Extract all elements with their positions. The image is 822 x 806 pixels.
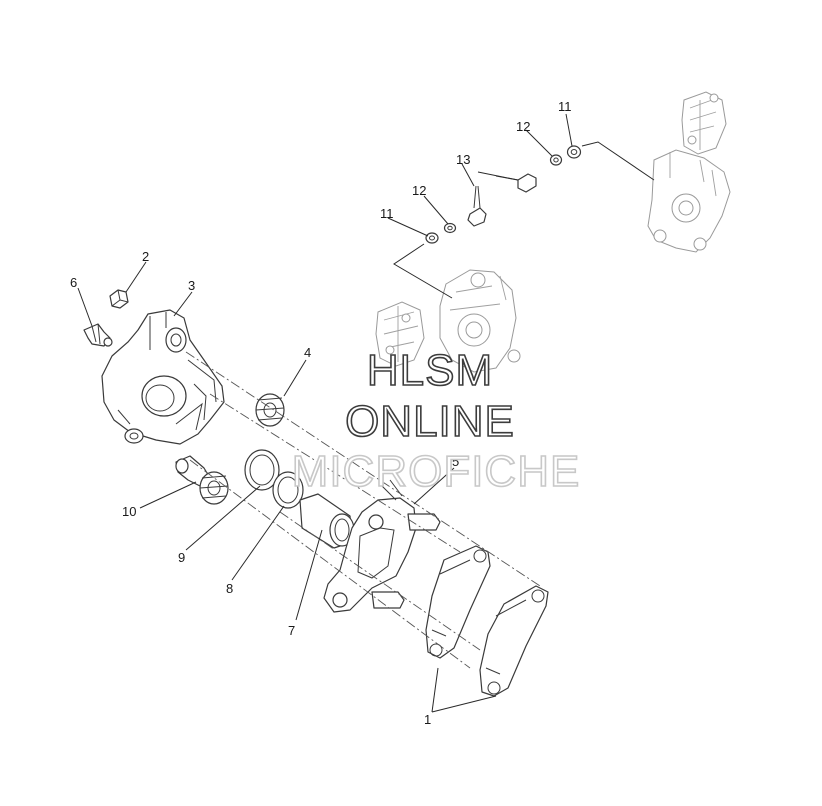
watermark: HLSM ONLINE MICROFICHE [291, 345, 581, 497]
part-3-caliper-body [101, 309, 225, 445]
callout-4: 4 [304, 345, 311, 360]
part-5-bracket [323, 479, 441, 613]
watermark-line-2: ONLINE [345, 397, 515, 446]
part-8-dust-seal [272, 471, 304, 509]
part-2-cap [109, 289, 129, 309]
callout-1: 1 [424, 712, 431, 727]
part-7-piston [299, 493, 355, 549]
reference-caliper-top-right [647, 91, 731, 253]
part-4-boot-upper [255, 393, 285, 427]
washer-12-top [549, 154, 563, 166]
callout-8: 8 [226, 581, 233, 596]
watermark-line-1: HLSM [367, 346, 493, 395]
callout-2: 2 [142, 249, 149, 264]
callout-6: 6 [70, 275, 77, 290]
callout-7: 7 [288, 623, 295, 638]
callout-12-middle: 12 [412, 183, 426, 198]
washer-11-middle [425, 232, 439, 244]
callout-12-top: 12 [516, 119, 530, 134]
callout-9: 9 [178, 550, 185, 565]
callout-11-top: 11 [558, 99, 572, 114]
bolt-13-middle [467, 185, 487, 227]
callout-11-middle: 11 [380, 206, 394, 221]
washer-11-top [566, 145, 582, 159]
part-1-brake-pad-outer [479, 585, 549, 697]
reference-caliper-middle [375, 269, 521, 373]
callout-5: 5 [452, 454, 459, 469]
part-9-seal-ring [244, 449, 280, 491]
callout-10: 10 [122, 504, 136, 519]
washer-12-middle [443, 222, 457, 234]
callout-13: 13 [456, 152, 470, 167]
part-boot-lower [199, 471, 229, 505]
part-6-bleeder-screw [83, 323, 113, 347]
callout-3: 3 [188, 278, 195, 293]
part-1-brake-pad-inner [425, 545, 491, 659]
watermark-line-3: MICROFICHE [292, 447, 581, 496]
